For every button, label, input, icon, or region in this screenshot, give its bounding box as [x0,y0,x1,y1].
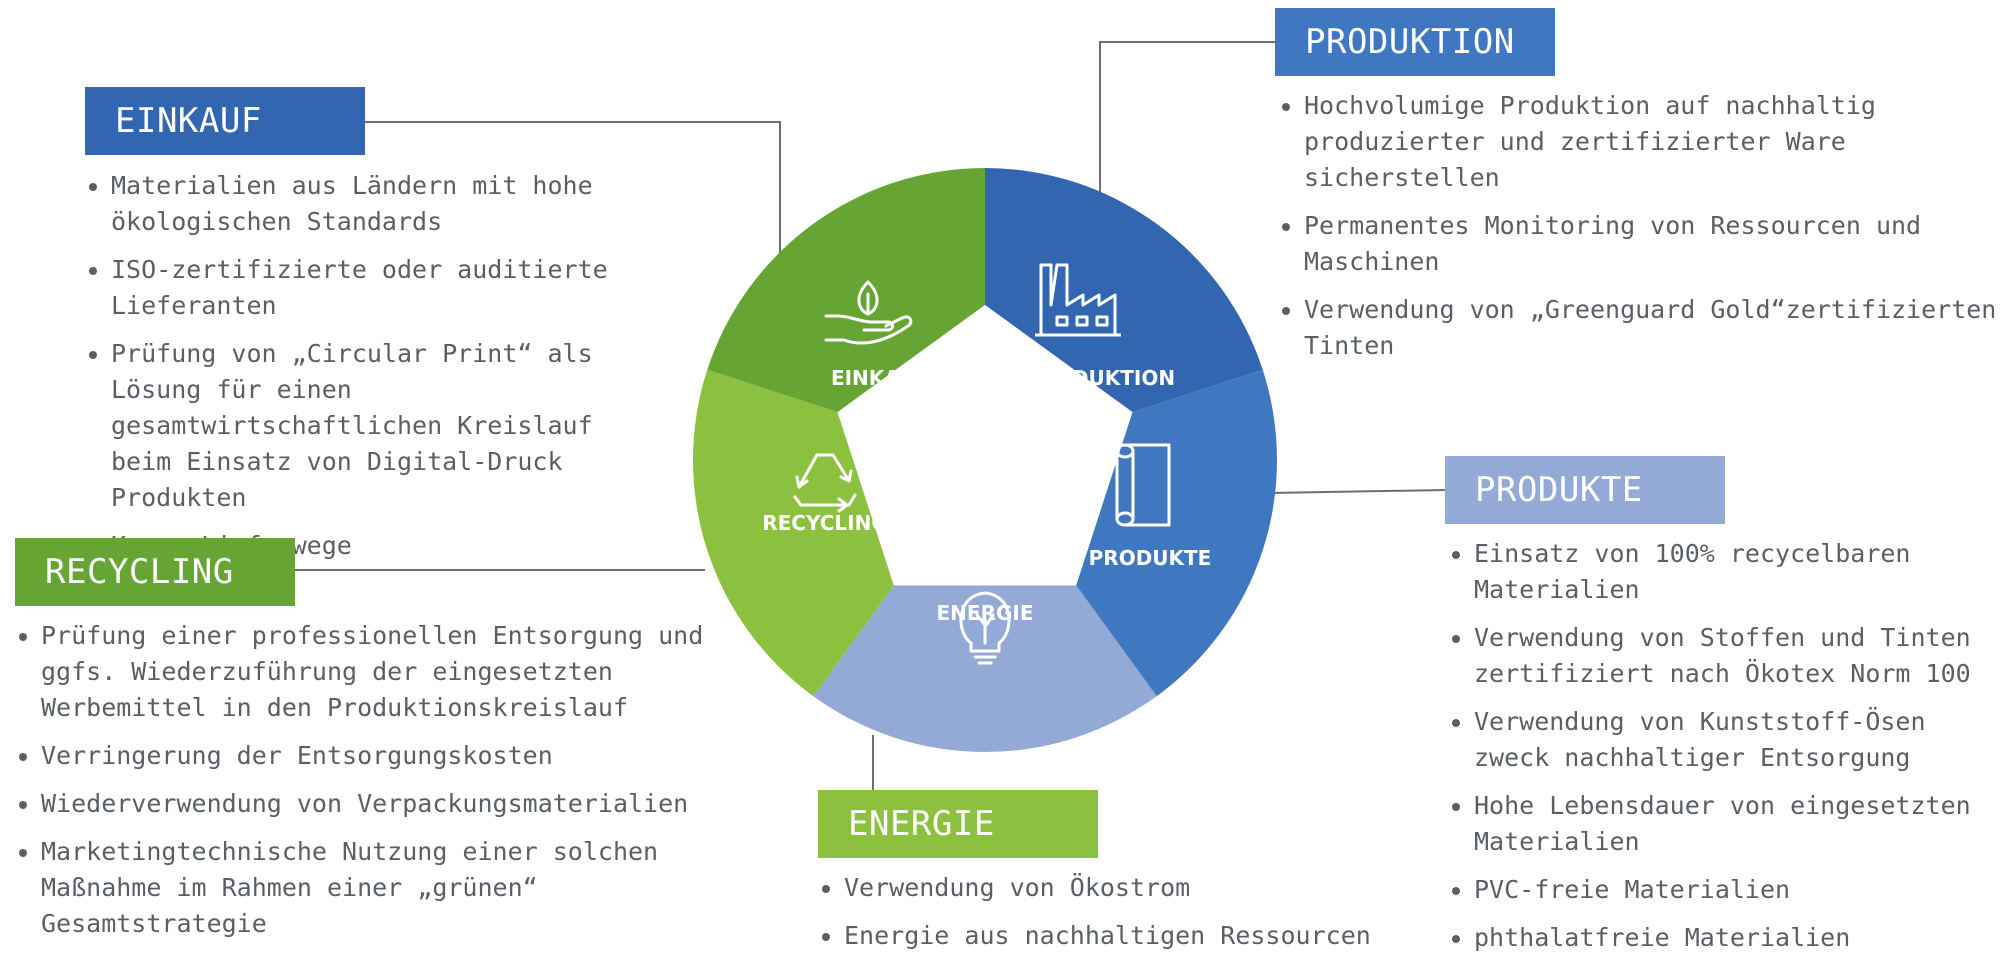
fabric-roll-icon [1115,443,1171,527]
wheel-segment-produkte [813,585,1157,752]
list-item: Hohe Lebensdauer von eingesetzten Materi… [1448,788,2008,860]
list-item: Materialien aus Ländern mit hohe ökologi… [85,168,665,240]
produktion-list: Hochvolumige Produktion auf nachhaltig p… [1278,88,1998,376]
connector-produkte [1269,489,1446,494]
produktion-header: PRODUKTION [1275,8,1555,76]
recycling-header: RECYCLING [15,538,295,606]
list-item: Verwendung von Kunststoff-Ösen zweck nac… [1448,704,2008,776]
produkte-header: PRODUKTE [1445,456,1725,524]
hand-leaf-icon [824,280,913,345]
list-item: Einsatz von 100% recycelbaren Materialie… [1448,536,2008,608]
lightbulb-icon [959,591,1011,665]
wheel-label-produktion: PRODUKTION [1025,366,1175,390]
list-item: Verwendung von „Greenguard Gold“zertifiz… [1278,292,1998,364]
connector-einkauf [365,121,781,255]
recycling-list: Prüfung einer professionellen Entsorgung… [15,618,705,954]
wheel-segment-einkauf [985,168,1263,413]
sustainability-wheel: EINKAUF PRODUKTION PRODUKTE ENERGIE RECYCLIN… [693,168,1277,752]
produkte-list: Einsatz von 100% recycelbaren Materialie… [1448,536,2008,968]
wheel-label-energie: ENERGIE [937,601,1034,625]
list-item: PVC-freie Materialien [1448,872,2008,908]
connector-produktion [1099,41,1275,205]
wheel-center [837,305,1133,586]
list-item: Prüfung einer professionellen Entsorgung… [15,618,705,726]
list-item: Permanentes Monitoring von Ressourcen un… [1278,208,1998,280]
recycle-icon [793,453,857,513]
list-item: Prüfung von „Circular Print“ als Lösung … [85,336,665,516]
energie-header: ENERGIE [818,790,1098,858]
einkauf-header: EINKAUF [85,87,365,155]
wheel-segment-produktion [1076,369,1277,697]
list-item: Verringerung der Entsorgungskosten [15,738,705,774]
list-item: phthalatfreie Materialien [1448,920,2008,956]
list-item: Energie aus nachhaltigen Ressourcen [818,918,1378,954]
wheel-label-einkauf: EINKAUF [831,366,929,390]
wheel-label-recycling: RECYCLING [762,511,888,535]
wheel-segment-recycling [707,168,985,413]
energie-list: Verwendung von Ökostrom Energie aus nach… [818,870,1378,966]
connector-lines [295,41,1446,790]
factory-icon [1035,263,1121,337]
einkauf-list: Materialien aus Ländern mit hohe ökologi… [85,168,665,576]
wheel-label-produkte: PRODUKTE [1089,546,1212,570]
list-item: Marketingtechnische Nutzung einer solche… [15,834,705,942]
list-item: Hochvolumige Produktion auf nachhaltig p… [1278,88,1998,196]
list-item: Wiederverwendung von Verpackungsmaterial… [15,786,705,822]
list-item: ISO-zertifizierte oder auditierte Liefer… [85,252,665,324]
list-item: Verwendung von Ökostrom [818,870,1378,906]
list-item: Verwendung von Stoffen und Tinten zertif… [1448,620,2008,692]
wheel-segment-energie [693,369,894,697]
